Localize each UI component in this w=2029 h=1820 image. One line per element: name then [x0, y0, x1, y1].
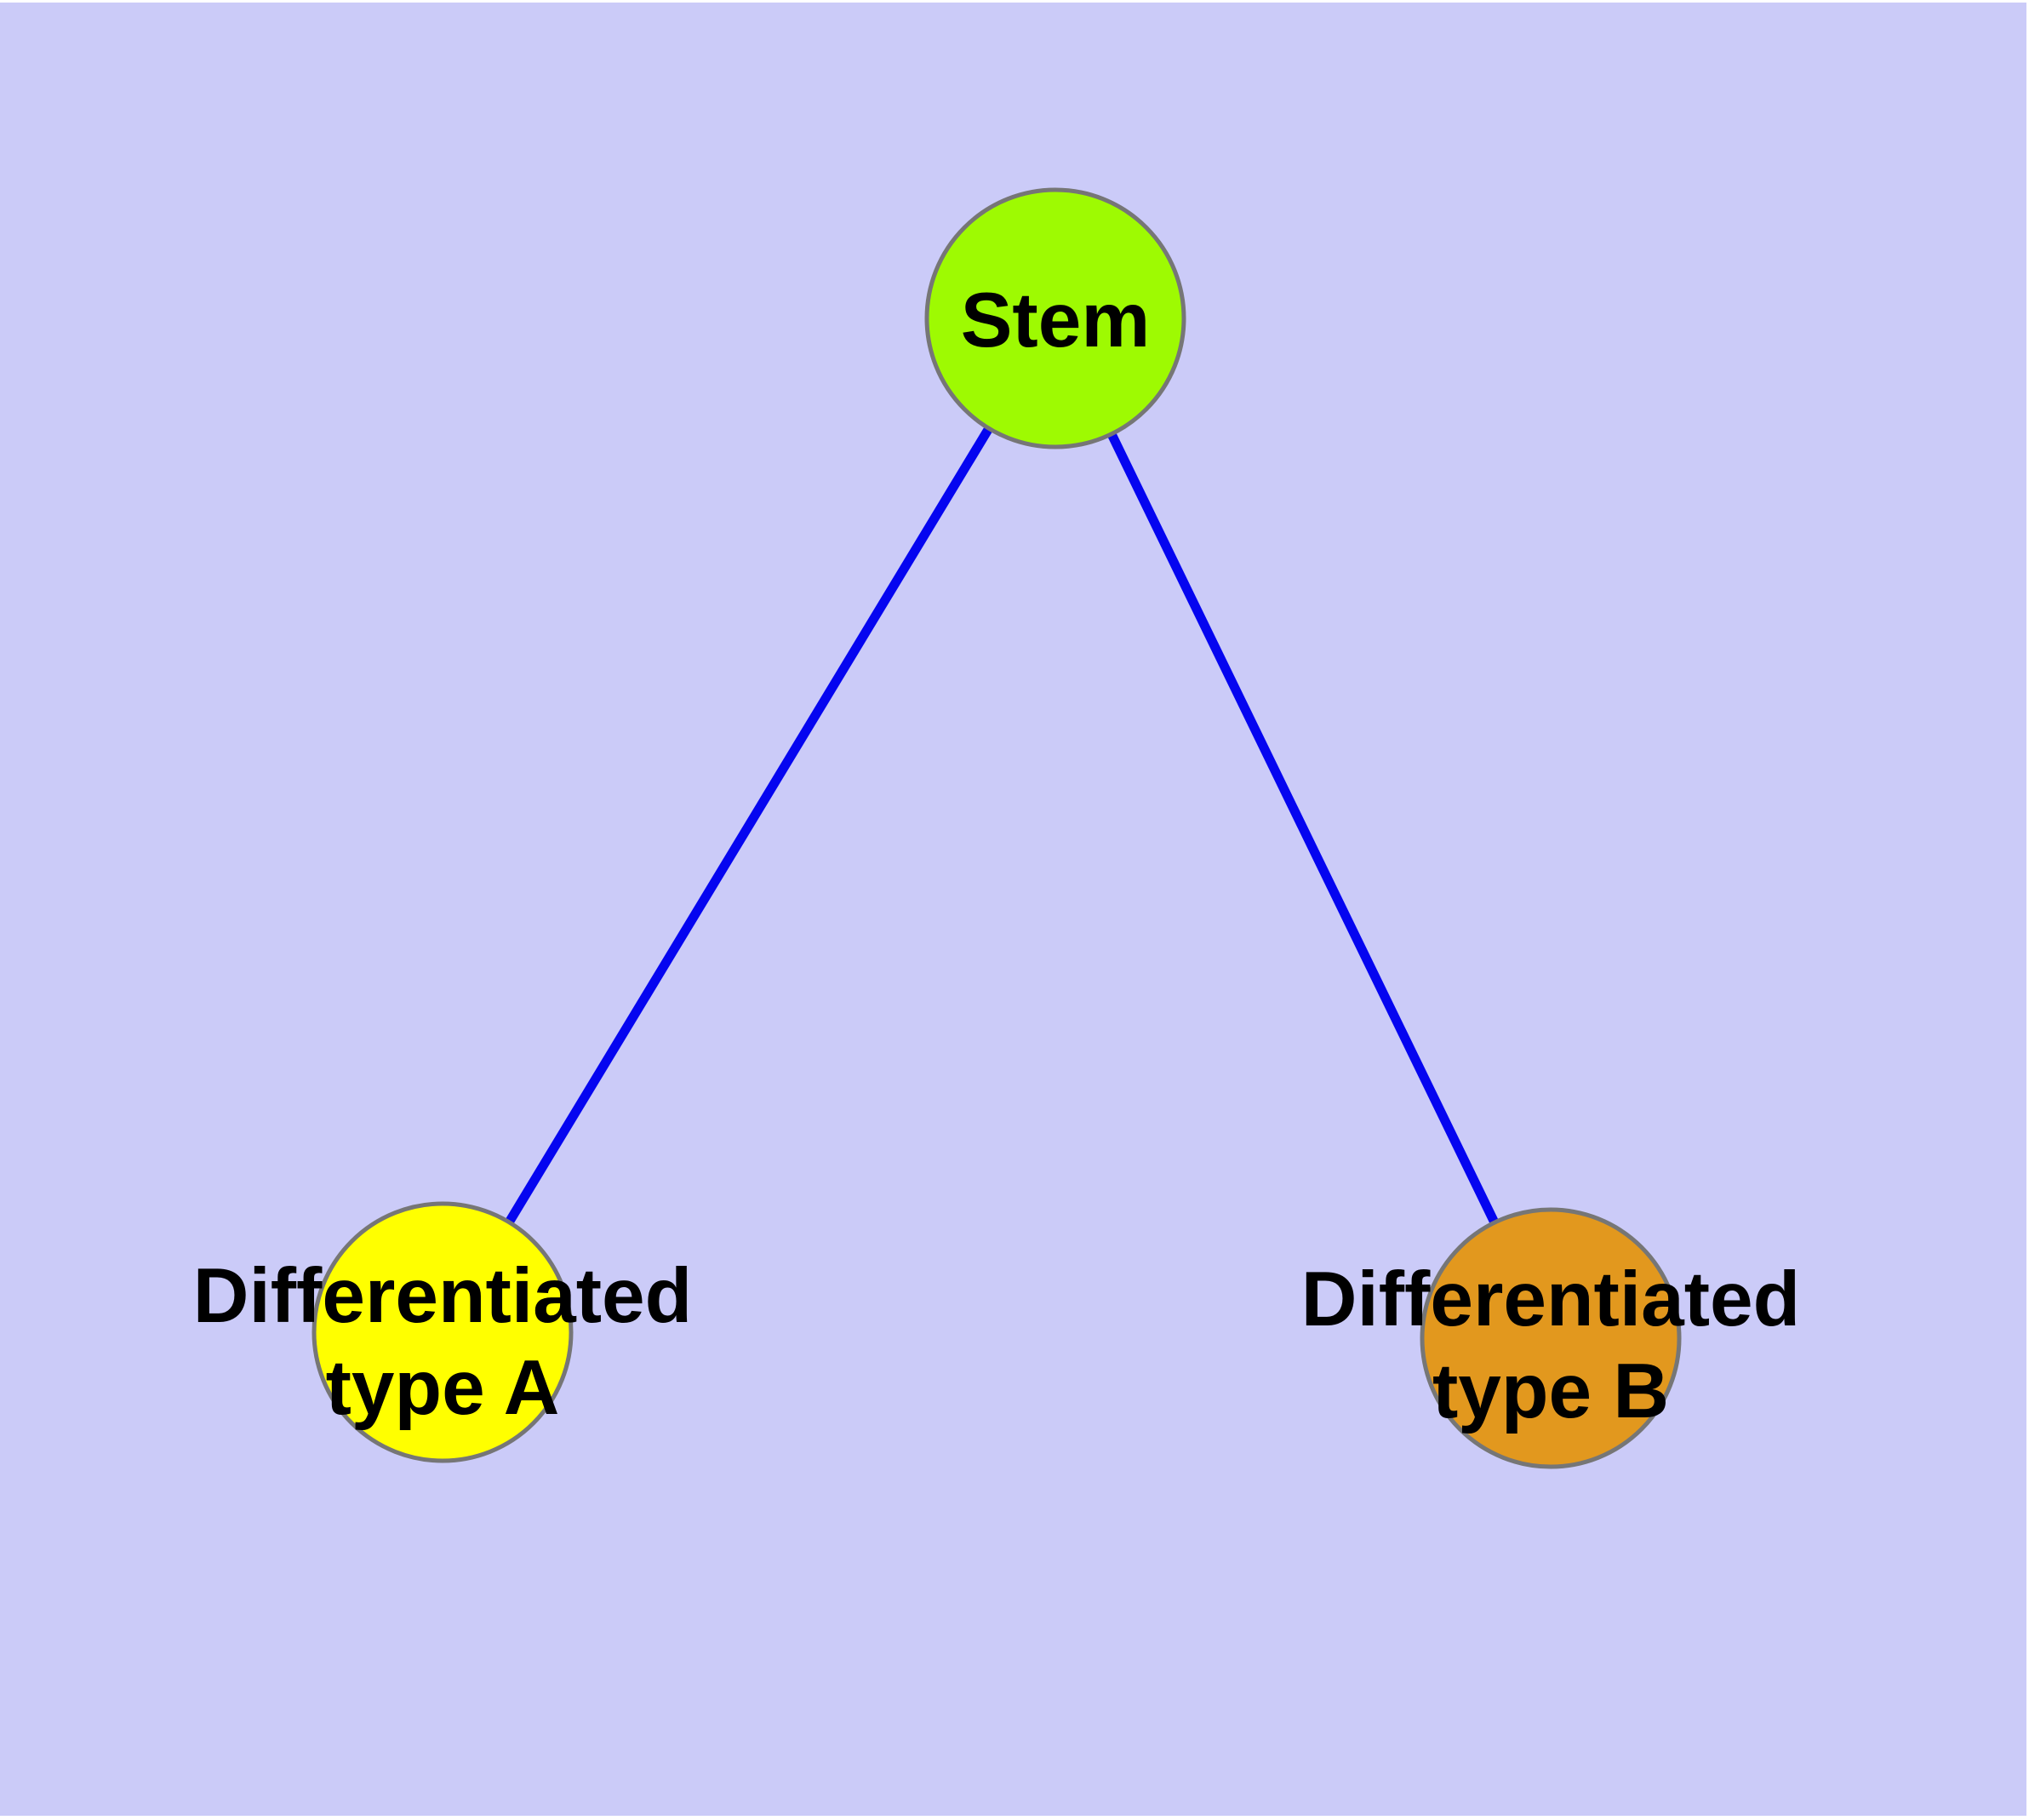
node-stem-circle: [924, 187, 1186, 449]
node-type-a-label-line2: type A: [326, 1345, 560, 1431]
edges: [438, 316, 1555, 1341]
node-labels: Stem Differentiated type A Differentiate…: [193, 278, 1801, 1434]
node-type-a-label-line1: Differentiated: [193, 1253, 693, 1339]
node-type-b-label-line1: Differentiated: [1301, 1256, 1801, 1342]
node-type-a-circle: [311, 1201, 574, 1463]
edge-stem-to-type-a: [438, 316, 1060, 1335]
node-type-b-label-line2: type B: [1432, 1348, 1669, 1434]
node-stem-label: Stem: [961, 278, 1151, 363]
edge-stem-to-type-b: [1051, 316, 1555, 1341]
nodes: [311, 187, 1682, 1469]
node-type-b-circle: [1420, 1207, 1682, 1469]
